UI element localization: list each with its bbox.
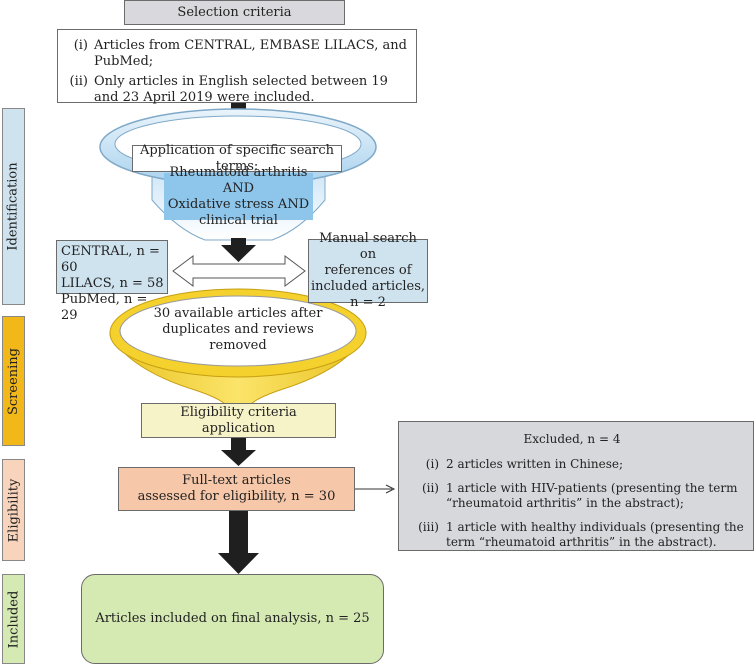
selection-item: (ii) Only articles in English selected b… <box>69 74 388 105</box>
stage-screening: Screening <box>2 316 25 446</box>
excluded-title: Excluded, n = 4 <box>523 432 621 446</box>
selection-item: (i) Articles from CENTRAL, EMBASE LILACS… <box>73 38 407 69</box>
manual-search-box: Manual search on references of included … <box>308 231 428 310</box>
search-terms-title: Application of specific search terms: <box>132 143 342 174</box>
final-included-box: Articles included on final analysis, n =… <box>81 574 384 664</box>
eligibility-criteria-box: Eligibility criteria application <box>141 403 336 438</box>
double-arrow <box>172 255 306 287</box>
excluded-item: (ii) 1 article with HIV-patients (presen… <box>421 481 738 510</box>
arrow-down-4 <box>218 511 259 574</box>
fulltext-box: Full-text articles assessed for eligibil… <box>118 467 355 511</box>
selection-criteria-list: (i) Articles from CENTRAL, EMBASE LILACS… <box>57 29 417 105</box>
stage-identification: Identification <box>2 108 25 305</box>
screening-funnel-opening <box>119 295 357 367</box>
arrow-right-head <box>385 484 396 494</box>
excluded-item: (iii) 1 article with healthy individuals… <box>418 520 744 549</box>
search-terms-box: Rheumatoid arthritis AND Oxidative stres… <box>164 165 313 228</box>
funnel-text: 30 available articles after duplicates a… <box>153 306 323 353</box>
stage-eligibility: Eligibility <box>2 459 25 561</box>
databases-box: CENTRAL, n = 60 LILACS, n = 58 PubMed, n… <box>56 240 168 323</box>
arrow-down-2 <box>221 238 256 262</box>
excluded-box: Excluded, n = 4 (i) 2 articles written i… <box>398 421 754 551</box>
excluded-item: (i) 2 articles written in Chinese; <box>425 457 624 471</box>
arrow-down-3 <box>221 438 256 466</box>
stage-included: Included <box>2 574 25 664</box>
selection-criteria-header: Selection criteria <box>124 0 345 25</box>
